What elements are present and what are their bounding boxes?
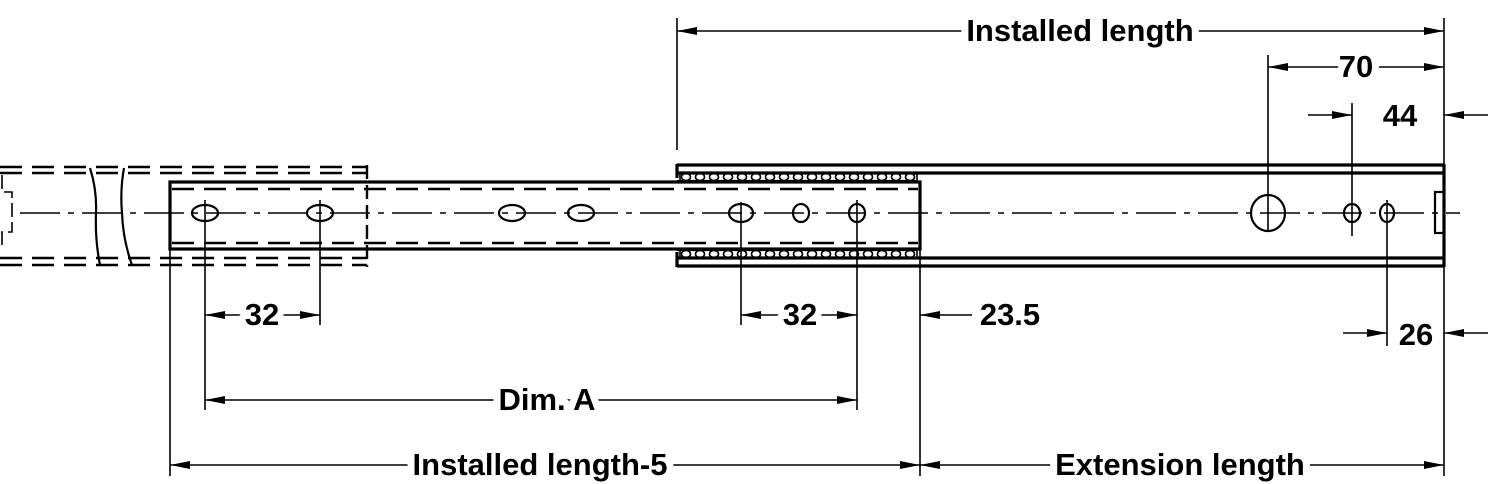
dim-26-label: 26: [1399, 317, 1433, 352]
extension-lines: [169, 18, 1445, 476]
outer-rail: [675, 163, 1446, 268]
dimension-lines: [170, 27, 1488, 469]
dim-32-right-label: 32: [783, 297, 817, 332]
inner-rail: [168, 180, 922, 251]
dim-32-left-label: 32: [245, 297, 279, 332]
ball-retainer: [677, 172, 918, 259]
extension-length-label: Extension length: [1055, 447, 1305, 482]
dim-44-label: 44: [1383, 98, 1418, 133]
installed-length-minus-5-label: Installed length-5: [413, 447, 668, 482]
dim-a-label: Dim. A: [498, 382, 595, 417]
dim-70-label: 70: [1339, 49, 1373, 84]
installed-length-label: Installed length: [966, 13, 1193, 48]
dim-23-5-label: 23.5: [980, 297, 1040, 332]
phantom-rail: [0, 165, 369, 267]
